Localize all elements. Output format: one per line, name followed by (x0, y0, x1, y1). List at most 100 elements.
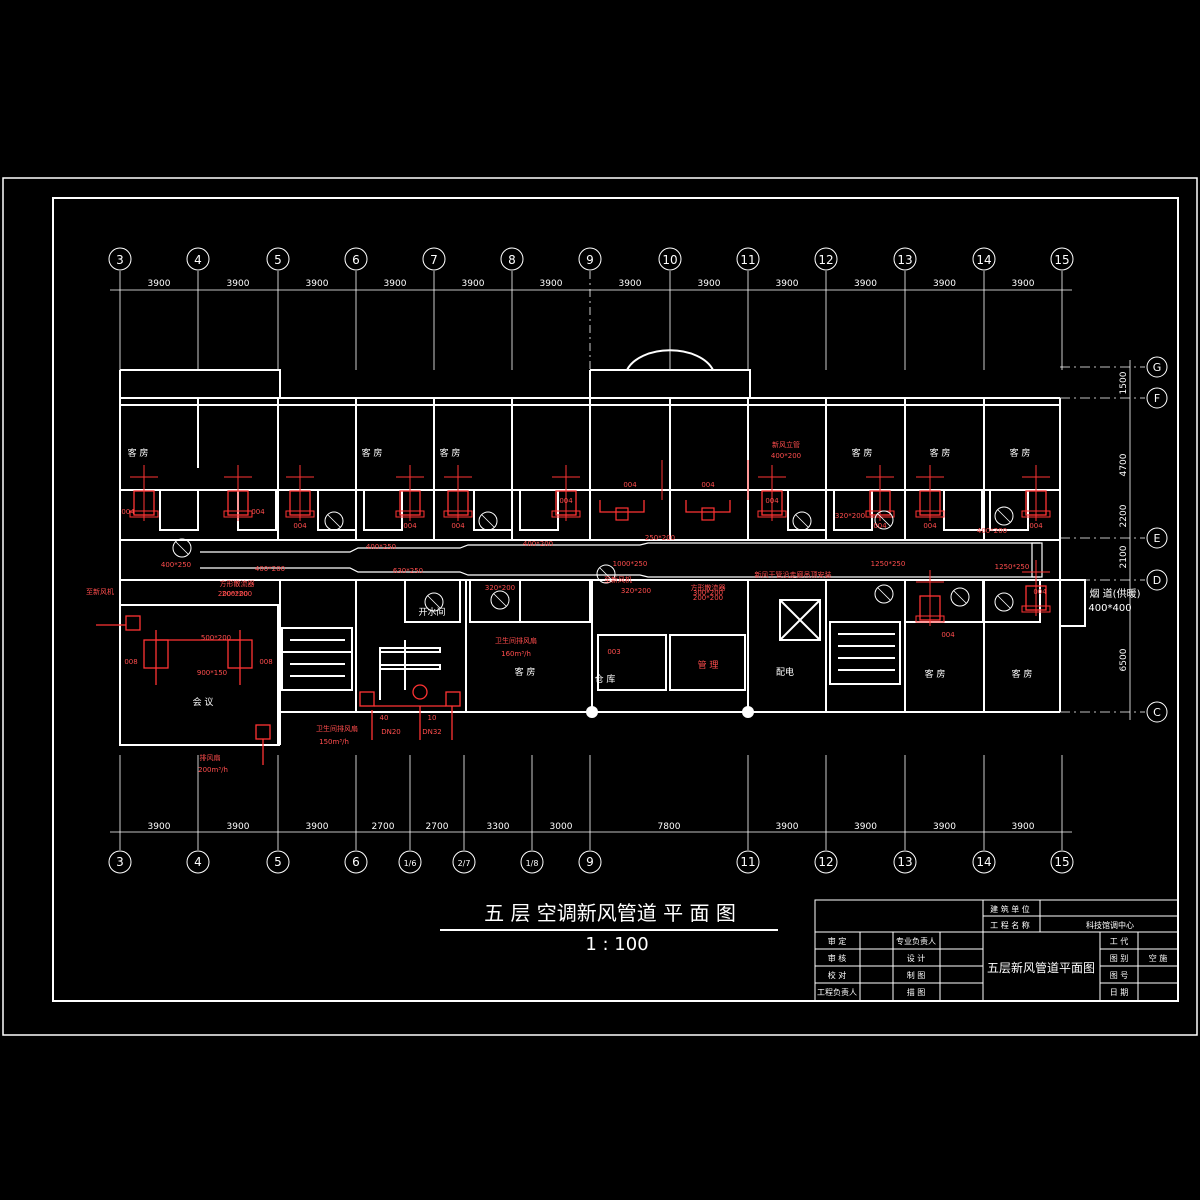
grid-bubble-bottom (186, 850, 210, 874)
grid-bubble-right (1146, 387, 1168, 409)
grid-bubble-top (1050, 247, 1074, 271)
meeting-room-ahu (96, 615, 271, 765)
tb-row-right-label: 工 代 (1110, 936, 1129, 946)
dimension-label: 3900 (148, 822, 171, 832)
unit-tag: 004 (873, 522, 887, 530)
room-label: 开水间 (418, 606, 445, 618)
annotation-diffuser-size: 200*200 (222, 590, 252, 598)
room-label: 客 房 (440, 447, 461, 459)
annotation-public-toilet-flow: 160m³/h (501, 650, 531, 658)
annotation-pipe-dn32: DN32 (422, 728, 442, 736)
dimension-label: 3900 (540, 279, 563, 289)
dimension-label: 2100 (1119, 545, 1129, 568)
duct-size-label: 1250*250 (995, 563, 1030, 571)
dimension-label: 3900 (1012, 279, 1035, 289)
air-diffuser (478, 511, 498, 531)
annotation-fresh-air-riser: 新风立管 (772, 440, 800, 449)
grid-bubble-top (422, 247, 446, 271)
unit-tag: 004 (701, 481, 715, 489)
grid-bubble-label: G (1153, 361, 1162, 374)
dimension-label: 3900 (619, 279, 642, 289)
air-diffuser (874, 584, 894, 604)
duct-size-label: 400*200 (977, 527, 1007, 535)
grid-bubble-label: 1/6 (404, 859, 417, 868)
air-diffuser-mark (599, 567, 613, 581)
annotation-pipe-label-1: 40 (380, 714, 389, 722)
grid-bubble-label: 6 (352, 855, 360, 869)
drawing-title: 五 层 空调新风管道 平 面 图 (484, 901, 736, 925)
duct-size-label: 320*200 (835, 512, 865, 520)
unit-tag: 003 (607, 648, 620, 656)
air-diffuser (994, 592, 1014, 612)
unit-tag: 004 (1033, 588, 1047, 596)
inner-drawing-border (52, 197, 1179, 1002)
room-label: 客 房 (362, 447, 383, 459)
dimension-label: 3900 (698, 279, 721, 289)
large-fan-coil (685, 500, 731, 513)
annotation-diffuser-right-size: 200*200 (693, 594, 723, 602)
air-diffuser-mark (427, 595, 441, 609)
grid-bubble-label: 5 (274, 253, 282, 267)
unit-tag: 004 (251, 508, 265, 516)
annotation-fresh-air-inlet: 至新风机 (86, 587, 114, 596)
grid-bubble-label: 13 (897, 253, 912, 267)
grid-bubble-label: 12 (818, 253, 833, 267)
grid-bubble-label: 3 (116, 855, 124, 869)
grid-bubble-right (1146, 701, 1168, 723)
fan-coil-outlet (865, 510, 895, 518)
smoke-shaft-label: 烟 道(供暖) (1090, 587, 1141, 600)
annotation-exhaust-fan: 排风扇 (200, 753, 221, 762)
unit-tag: 004 (941, 631, 955, 639)
fan-coil-outlet (915, 510, 945, 518)
duct-size-label: 400*200 (255, 565, 285, 573)
grid-bubble-label: 11 (740, 855, 755, 869)
grid-bubble-bottom (452, 850, 476, 874)
grid-bubble-bottom (520, 850, 544, 874)
grid-bubble-bottom (578, 850, 602, 874)
grid-bubble-bottom (893, 850, 917, 874)
air-diffuser-mark (493, 593, 507, 607)
tb-row-right-value: 空 施 (1149, 953, 1168, 963)
duct-size-label: 250*200 (645, 534, 675, 542)
grid-bubble-bottom (736, 850, 760, 874)
grid-bubble-label: 9 (586, 253, 594, 267)
grid-bubble-right (1146, 527, 1168, 549)
grid-bubble-top (500, 247, 524, 271)
grid-bubble-label: 13 (897, 855, 912, 869)
fan-coil-outlet (1021, 510, 1051, 518)
outer-sheet-border (2, 177, 1198, 1036)
fan-coil-units (129, 460, 1051, 626)
dimension-label: 3900 (227, 279, 250, 289)
air-diffuser (172, 538, 192, 558)
large-fan-coil-body (615, 507, 629, 521)
air-diffuser (324, 511, 344, 531)
dimension-label: 3900 (306, 279, 329, 289)
air-diffuser-mark (175, 541, 189, 555)
annotation-toilet-exhaust: 卫生间排风扇 (316, 724, 358, 733)
duct-size-label: 400*200 (523, 540, 553, 548)
tb-project-name: 科技馆调中心 (1086, 920, 1134, 930)
grid-bubble-bottom (1050, 850, 1074, 874)
grid-bubble-label: 10 (662, 253, 677, 267)
room-label: 客 房 (128, 447, 149, 459)
duct-size-label: 200*200 (218, 590, 248, 598)
tb-row-left: 审 核 (828, 953, 847, 963)
grid-bubble-top (893, 247, 917, 271)
dimension-label: 3900 (933, 822, 956, 832)
unit-tag: 004 (1029, 522, 1043, 530)
unit-tag: 004 (923, 522, 937, 530)
dimension-label: 3900 (776, 279, 799, 289)
annotation-fresh-air-duct-left: 至新风机 (604, 575, 632, 584)
air-diffuser (424, 592, 444, 612)
room-label: 仓 库 (595, 673, 616, 685)
column-marker (586, 706, 598, 718)
grid-bubble-label: 14 (976, 855, 991, 869)
dimension-label: 6500 (1119, 648, 1129, 671)
column-marker (742, 706, 754, 718)
grid-bubble-top (266, 247, 290, 271)
room-label: 客 房 (515, 666, 536, 678)
large-fan-coil-body (701, 507, 715, 521)
grid-bubble-label: 11 (740, 253, 755, 267)
